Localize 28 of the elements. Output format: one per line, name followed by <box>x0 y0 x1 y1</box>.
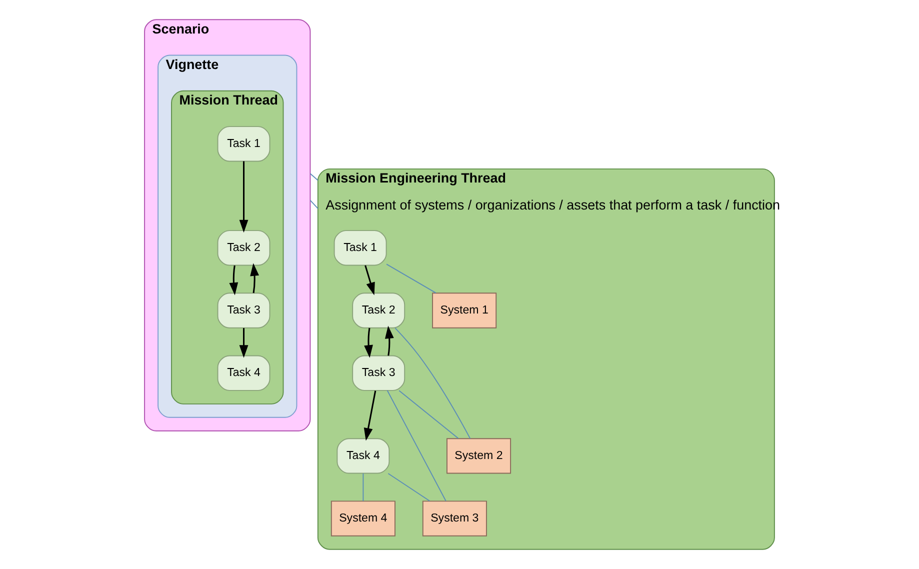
arrow <box>229 265 238 296</box>
arrow <box>239 161 248 233</box>
node-box: System 1 <box>432 292 497 328</box>
node-box: System 4 <box>330 500 396 536</box>
connector <box>394 328 471 440</box>
node-box: Task 2 <box>217 230 270 266</box>
node-box: System 2 <box>446 438 512 474</box>
node-box: Task 2 <box>352 292 406 328</box>
node-box: Task 1 <box>334 230 387 266</box>
node-box: Task 4 <box>336 438 390 474</box>
node-box: System 3 <box>422 500 487 536</box>
arrow <box>364 390 376 441</box>
connector <box>362 473 364 502</box>
arrow <box>364 328 373 358</box>
connector <box>398 390 459 439</box>
node-box: Task 1 <box>217 126 270 162</box>
arrow <box>384 326 394 356</box>
connector <box>310 173 318 181</box>
connector <box>388 473 430 502</box>
node-box: Task 3 <box>217 292 270 328</box>
connector <box>310 200 318 210</box>
arrow <box>239 328 248 358</box>
arrow <box>250 263 259 294</box>
connector <box>386 264 436 294</box>
node-box: Task 4 <box>217 355 270 391</box>
connector <box>386 390 446 502</box>
arrow <box>364 265 375 296</box>
node-box: Task 3 <box>352 355 406 391</box>
